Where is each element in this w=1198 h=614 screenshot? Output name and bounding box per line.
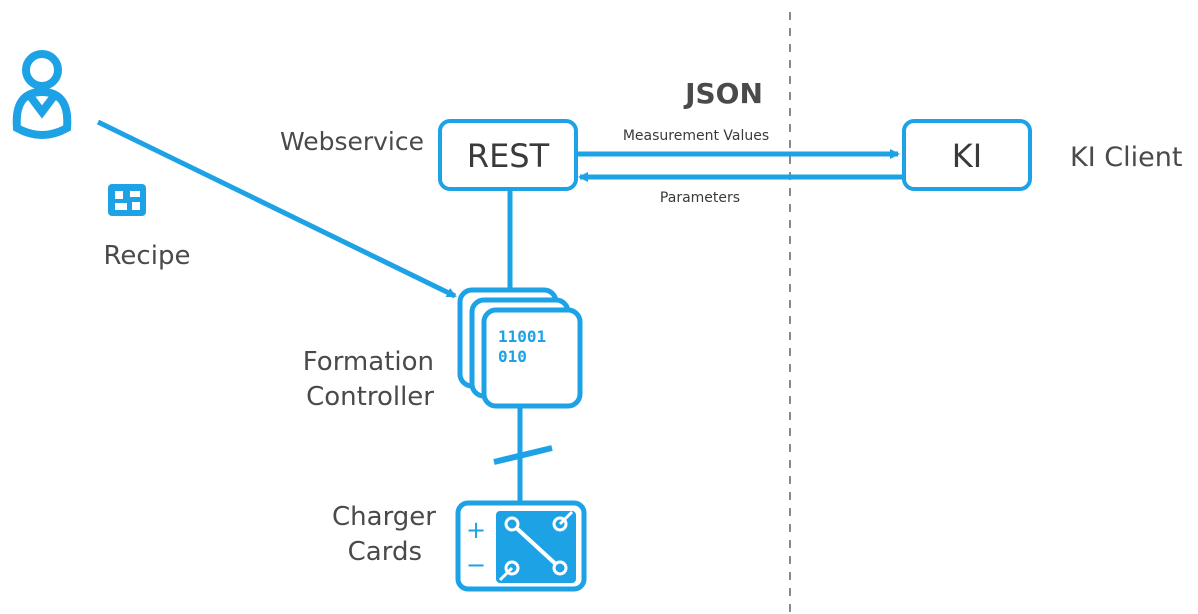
rest-label: REST xyxy=(467,137,550,175)
ki-label: KI xyxy=(952,137,982,175)
code-line-1: 11001 xyxy=(498,327,546,346)
user-icon xyxy=(12,50,72,139)
ki-box xyxy=(902,119,1032,191)
code-line-2: 010 xyxy=(498,347,527,366)
plus-sign: + xyxy=(466,516,486,544)
charger-card-icon xyxy=(455,500,587,592)
charger-label-line1: Charger xyxy=(332,502,436,532)
ki-client-label: KI Client xyxy=(1070,142,1182,173)
formation-label-line1: Formation xyxy=(303,347,434,377)
formation-label-line2: Controller xyxy=(306,382,434,412)
controller-stack-icon xyxy=(457,287,583,409)
user-to-controller-arrow xyxy=(96,119,457,299)
webservice-label: Webservice xyxy=(280,127,424,156)
parameters-label: Parameters xyxy=(660,190,740,206)
interface-mark xyxy=(493,445,553,465)
json-label: JSON xyxy=(683,77,763,110)
recipe-icon xyxy=(108,184,146,216)
recipe-label: Recipe xyxy=(104,241,191,271)
minus-sign: − xyxy=(466,551,486,579)
charger-label-line2: Cards xyxy=(348,537,422,567)
measurement-values-label: Measurement Values xyxy=(623,128,769,144)
